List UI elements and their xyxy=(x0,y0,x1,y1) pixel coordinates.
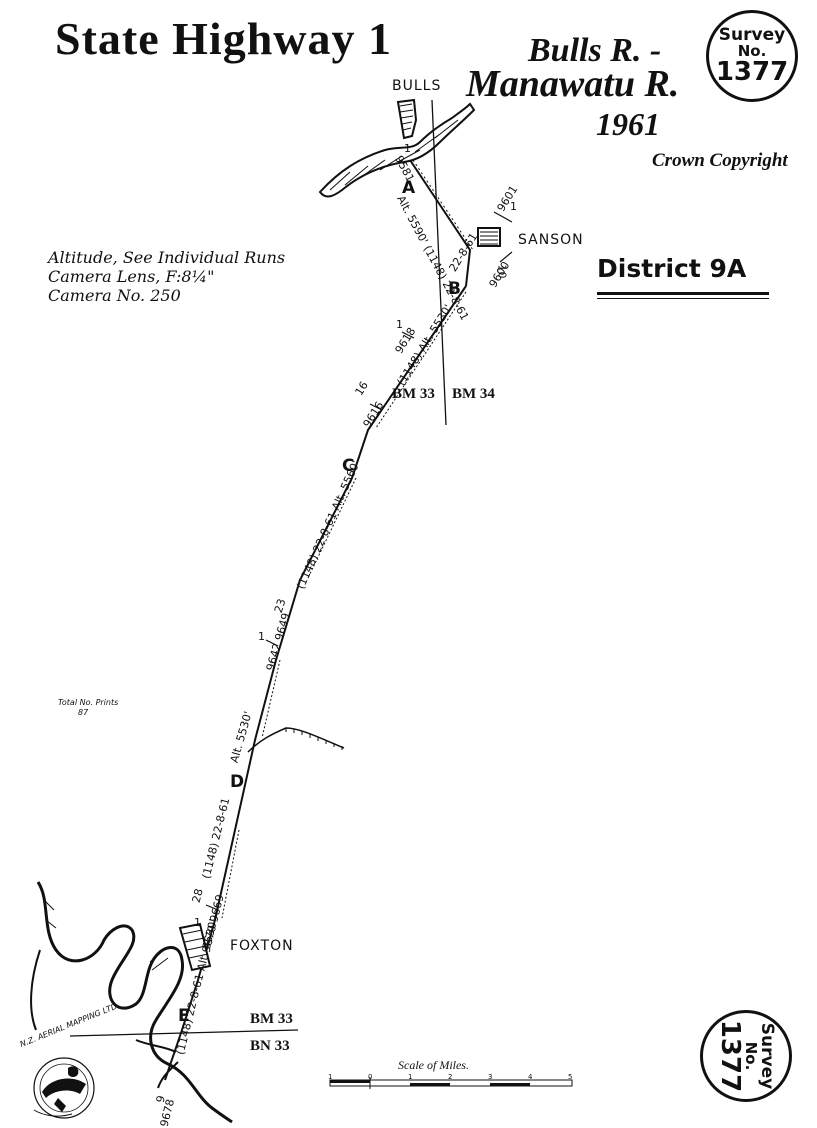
bm-divide-line xyxy=(431,99,447,426)
run-d-frame1: 1 xyxy=(194,916,201,929)
nz-aerial-mapping-logo xyxy=(33,1057,95,1119)
place-sanson: SANSON xyxy=(518,232,584,248)
camera-lens-note: Camera Lens, F:8¼" xyxy=(48,267,215,286)
district-label: District 9A xyxy=(597,254,747,283)
scale-bar xyxy=(329,1077,573,1089)
scale-tick: 3 xyxy=(488,1073,493,1081)
flight-line-main xyxy=(164,285,467,1081)
scale-tick: 4 xyxy=(528,1073,533,1081)
run-sanson-frame2: 10 xyxy=(495,264,509,279)
route-to: Manawatu R. xyxy=(466,63,680,105)
bm34: BM 34 xyxy=(452,386,495,402)
bm-divide-lower xyxy=(69,1029,299,1037)
scale-tick: 1 xyxy=(328,1073,333,1081)
badge-number: 1377 xyxy=(715,1019,745,1093)
badge-no-word: No. xyxy=(737,42,767,60)
run-sanson-frame1: 1 xyxy=(510,200,517,213)
survey-badge-bottom: Survey No. 1377 xyxy=(700,1010,792,1102)
camera-number-note: Camera No. 250 xyxy=(48,286,181,305)
badge-number: 1377 xyxy=(715,57,789,87)
point-a: A xyxy=(402,178,416,198)
upper-river xyxy=(318,102,476,198)
place-foxton: FOXTON xyxy=(230,938,294,954)
place-bulls: BULLS xyxy=(392,78,442,94)
badge-no-word: No. xyxy=(742,1041,760,1071)
district-underline-thin xyxy=(597,298,769,299)
run-b-frame: 1 xyxy=(396,318,403,331)
scale-tick: 5 xyxy=(568,1073,573,1081)
camera-info: Altitude, See Individual Runs Camera Len… xyxy=(48,248,285,305)
total-prints: Total No. Prints 87 xyxy=(58,698,118,718)
bm33-upper: BM 33 xyxy=(392,386,435,402)
scale-tick: 0 xyxy=(368,1073,373,1081)
run-a-frame: 1 xyxy=(404,142,411,155)
badge-survey-word: Survey xyxy=(757,1022,777,1090)
district-underline xyxy=(597,292,769,295)
bn33: BN 33 xyxy=(250,1038,290,1054)
sanson-town xyxy=(477,227,501,247)
foxton-town xyxy=(178,922,212,972)
survey-year: 1961 xyxy=(596,106,660,142)
altitude-note: Altitude, See Individual Runs xyxy=(48,248,286,267)
badge-survey-word: Survey xyxy=(718,25,786,45)
railway xyxy=(247,727,345,753)
point-c: C xyxy=(342,456,355,476)
map-title: State Highway 1 xyxy=(55,13,392,64)
survey-badge-top: Survey No. 1377 xyxy=(706,10,798,102)
scale-tick: 1 xyxy=(408,1073,413,1081)
run-c-frame1: 1 xyxy=(258,630,265,643)
scale-label: Scale of Miles. xyxy=(398,1058,469,1072)
point-b: B xyxy=(448,279,461,299)
copyright-text: Crown Copyright xyxy=(652,150,788,171)
route-from: Bulls R. - xyxy=(528,32,662,69)
total-prints-label: Total No. Prints xyxy=(58,698,119,707)
scale-tick: 2 xyxy=(448,1073,453,1081)
point-e: E xyxy=(178,1006,190,1026)
flight-line-ab xyxy=(409,159,472,287)
bulls-town xyxy=(396,98,418,140)
point-d: D xyxy=(230,772,245,792)
bm33-lower: BM 33 xyxy=(250,1011,293,1027)
total-prints-count: 87 xyxy=(78,708,89,717)
